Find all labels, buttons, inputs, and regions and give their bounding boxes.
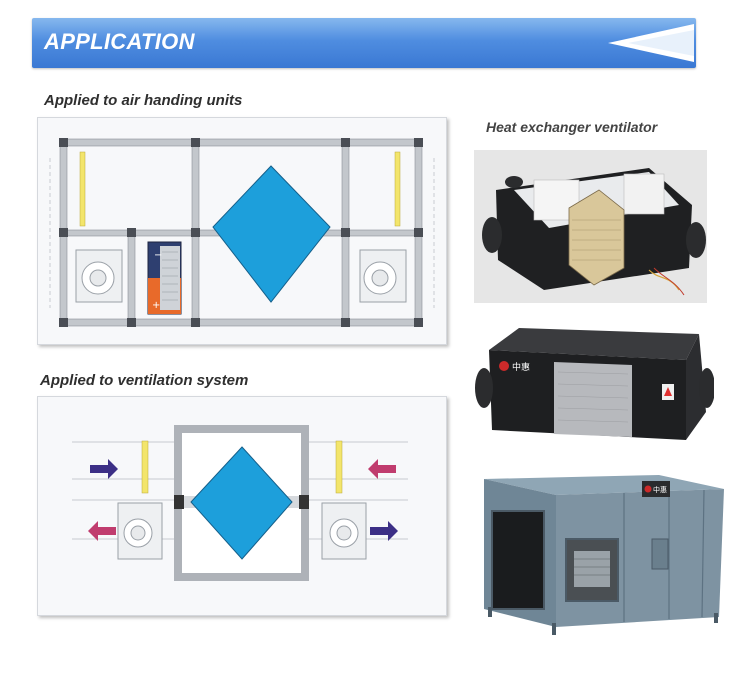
ahu-diagram-drawing: − + — [49, 138, 435, 327]
ahu-section-title: Applied to air handing units — [44, 92, 243, 109]
brand-logo: 中惠 — [512, 361, 530, 373]
ahu-diagram: − + — [37, 117, 447, 345]
air-handling-cabinet-photo: 中惠 — [474, 467, 726, 645]
fan-icon — [321, 502, 367, 560]
heat-exchanger-closed-photo: 中惠 — [474, 322, 715, 447]
fan-icon — [117, 502, 163, 560]
svg-text:+: + — [152, 300, 160, 311]
arrow-right-icon — [90, 459, 118, 479]
brand-logo-cabinet: 中惠 — [653, 485, 667, 494]
banner-arrow-icon — [608, 24, 694, 62]
heater-icon: − + — [147, 241, 182, 315]
ventilation-section-title: Applied to ventilation system — [40, 372, 249, 389]
ventilation-diagram — [37, 396, 447, 616]
svg-text:−: − — [154, 250, 162, 261]
fan-icon — [359, 249, 407, 303]
banner-title: APPLICATION — [44, 29, 195, 54]
arrow-left-icon — [88, 521, 116, 541]
heat-exchanger-open-photo — [474, 150, 707, 303]
ventilation-diagram-drawing — [72, 425, 408, 581]
arrow-right-icon — [370, 521, 398, 541]
photo-title: Heat exchanger ventilator — [486, 119, 658, 135]
fan-icon — [75, 249, 123, 303]
arrow-left-icon — [368, 459, 396, 479]
section-banner — [32, 18, 696, 68]
